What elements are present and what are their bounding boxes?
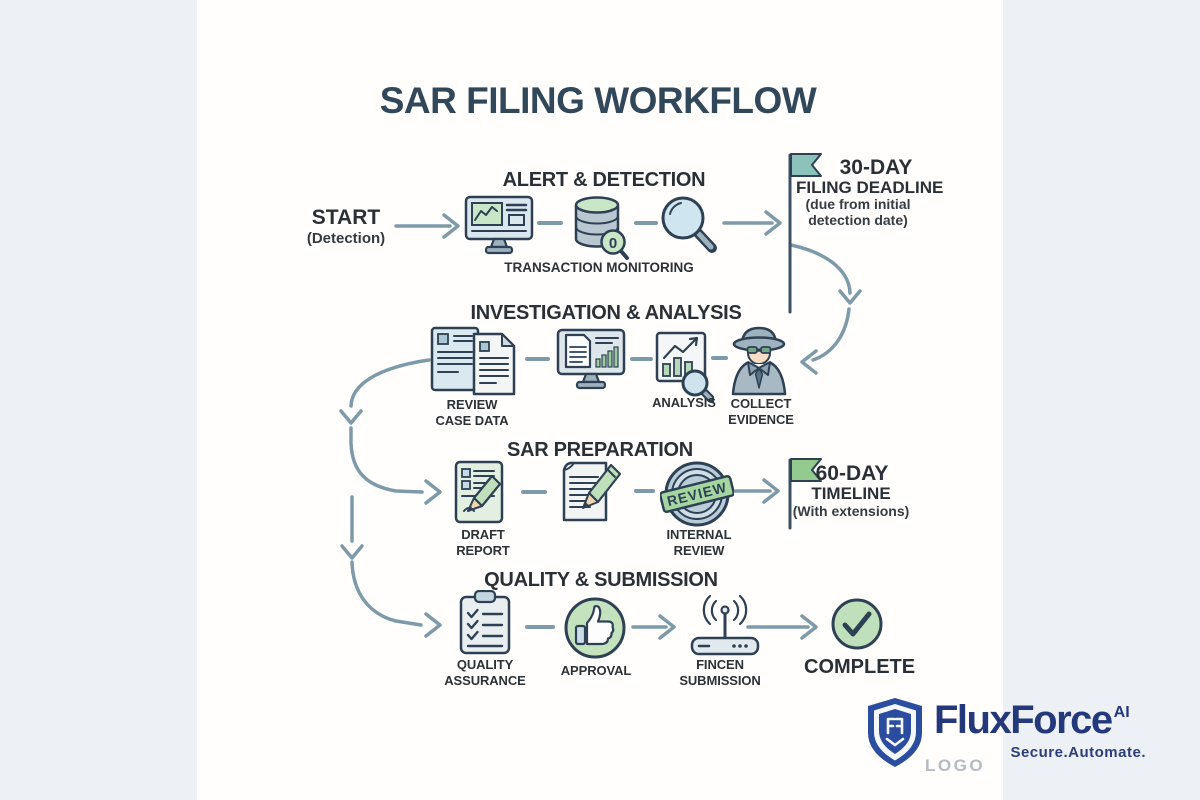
heading-quality-submission: QUALITY & SUBMISSION	[484, 569, 718, 591]
flag-60-day-icon	[790, 458, 822, 482]
brand-tagline: Secure.Automate.	[1010, 744, 1146, 761]
approval-label: APPROVAL	[560, 663, 632, 678]
magnifier-detection-icon	[661, 196, 717, 253]
draft-report-icon	[454, 460, 504, 524]
clipboard-checklist-icon	[459, 590, 511, 655]
page-title: SAR FILING WORKFLOW	[379, 80, 817, 121]
flag-30-day-icon	[790, 153, 822, 177]
internal-review-label: INTERNAL REVIEW	[666, 527, 732, 559]
db-badge-zero: 0	[609, 235, 617, 252]
deadline-30-note: (due from initial detection date)	[805, 196, 911, 229]
heading-sar-preparation: SAR PREPARATION	[507, 439, 693, 461]
complete-check-icon	[831, 598, 883, 650]
logo-placeholder-text: LOGO	[925, 756, 986, 775]
monitor-document-icon	[556, 328, 626, 390]
deadline-30-days: 30-DAY	[839, 156, 913, 179]
start-note: (Detection)	[306, 230, 386, 248]
fincen-router-icon	[690, 594, 760, 656]
analysis-chart-magnifier-icon	[655, 331, 714, 402]
review-case-data-label: REVIEW CASE DATA	[435, 397, 509, 429]
start-label: START (Detection)	[296, 206, 396, 247]
brand-name: FluxForce	[934, 698, 1113, 742]
fluxforce-shield-logo-icon	[868, 698, 922, 767]
start-text: START	[311, 206, 381, 229]
heading-alert-detection: ALERT & DETECTION	[502, 169, 706, 191]
transaction-monitoring-caption: TRANSACTION MONITORING	[504, 260, 694, 275]
infographic-canvas	[197, 0, 1003, 800]
document-pencil-icon	[562, 461, 622, 522]
documents-icon	[430, 326, 516, 396]
fincen-submission-label: FINCEN SUBMISSION	[679, 657, 761, 689]
brand-suffix-ai: AI	[1113, 704, 1130, 721]
detective-icon	[731, 326, 787, 396]
review-stamp-icon: REVIEW	[660, 461, 734, 527]
draft-report-label: DRAFT REPORT	[456, 527, 510, 559]
heading-investigation-analysis: INVESTIGATION & ANALYSIS	[470, 302, 742, 324]
analysis-label: ANALYSIS	[652, 395, 716, 410]
timeline-60-days: 60-DAY	[815, 462, 889, 485]
timeline-60-note: (With extensions)	[792, 503, 910, 519]
complete-label: COMPLETE	[804, 656, 916, 678]
collect-evidence-label: COLLECT EVIDENCE	[728, 396, 794, 428]
quality-assurance-label: QUALITY ASSURANCE	[444, 657, 526, 689]
database-monitoring-icon: 0	[574, 196, 629, 260]
deadline-30-label: FILING DEADLINE	[796, 178, 944, 197]
monitor-chart-icon	[464, 195, 534, 255]
timeline-60-label: TIMELINE	[811, 484, 891, 503]
thumbs-up-approval-icon	[564, 597, 626, 659]
